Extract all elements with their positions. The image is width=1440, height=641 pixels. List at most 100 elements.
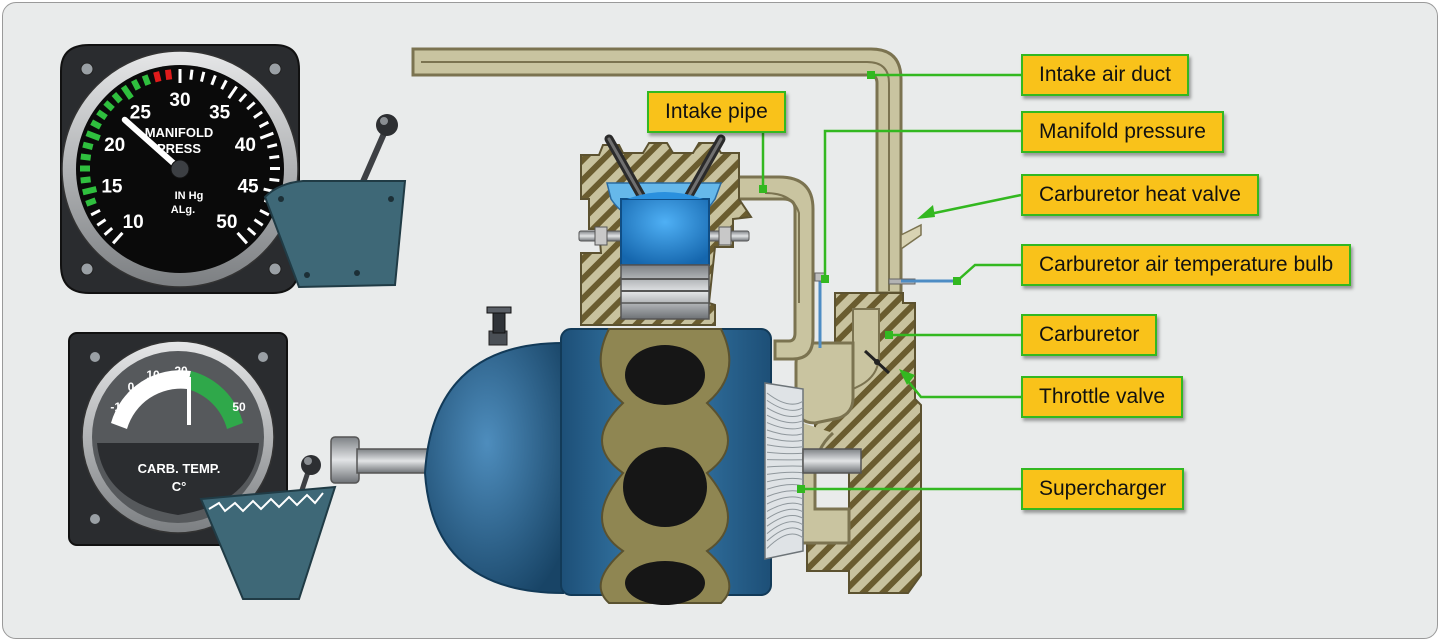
impeller-vane (766, 392, 804, 405)
mp-tick (246, 227, 257, 236)
accessory-case (423, 306, 564, 595)
mp-tick (82, 141, 94, 150)
mp-tick (96, 218, 107, 227)
shaft-left (330, 436, 438, 484)
mp-tick (80, 176, 91, 184)
ct-scale-label: 50 (232, 400, 246, 414)
mp-scale-label: 20 (104, 135, 125, 156)
carb-heat-lever (199, 455, 337, 600)
mp-tick (269, 177, 280, 182)
mp-tick (236, 231, 249, 245)
leader-carburetor-heat-valve (924, 193, 1022, 217)
carburetor-heat-valve (900, 223, 922, 251)
mp-tick (120, 84, 134, 100)
mp-needle (121, 116, 183, 172)
mp-unit-line2: ALg. (171, 204, 195, 216)
crankcase (560, 328, 772, 605)
mp-tick (227, 85, 238, 99)
impeller-vane (766, 451, 804, 455)
cylinder-chamber (620, 192, 710, 266)
mp-scale-label: 30 (169, 90, 190, 111)
impeller-vane (766, 444, 804, 448)
impeller-vane (766, 521, 804, 534)
manifold-pressure-line (814, 272, 826, 348)
callout-carburetor: Carburetor (1021, 314, 1158, 356)
callout-carburetor-air-temperature-bulb: Carburetor air temperature bulb (1021, 244, 1352, 286)
ct-scale-label: 10 (146, 368, 160, 382)
mp-tick (189, 69, 194, 80)
ct-title-line2: C° (172, 479, 187, 494)
impeller-vane (766, 436, 804, 442)
mp-tick (103, 100, 115, 112)
mp-tick (103, 227, 114, 236)
mp-tick (253, 110, 263, 119)
impeller-vane (766, 496, 804, 505)
mp-scale-label: 45 (237, 176, 259, 197)
impeller-vane (766, 465, 804, 468)
mp-tick (90, 208, 101, 217)
impeller-vane (766, 407, 804, 418)
mp-title-line2: PRESS (157, 141, 201, 156)
mp-tick (269, 154, 280, 160)
mp-tick (200, 71, 206, 82)
leader-carburetor-air-temperature-bulb (956, 263, 1021, 282)
spark-plug-right (700, 226, 750, 246)
ct-scale-label: 20 (174, 364, 188, 378)
carburetor-air-temperature-bulb (888, 278, 957, 285)
mp-tick (259, 208, 270, 217)
mp-unit-line1: IN Hg (175, 190, 204, 202)
callout-supercharger: Supercharger (1021, 468, 1185, 510)
intake-valve (604, 134, 648, 204)
mp-tick (266, 143, 278, 149)
impeller-vane (766, 477, 804, 483)
mp-scale-label: 15 (101, 176, 123, 197)
mp-tick (238, 92, 248, 103)
impeller-vane (766, 527, 804, 542)
impeller-vane (766, 414, 804, 424)
mp-tick (165, 69, 173, 81)
impeller-vane (766, 399, 804, 411)
mp-tick (111, 92, 123, 104)
mp-tick (85, 130, 101, 141)
mp-tick (85, 197, 97, 207)
impeller-vane (766, 422, 804, 430)
callout-manifold-pressure: Manifold pressure (1021, 111, 1224, 153)
callout-carburetor-heat-valve: Carburetor heat valve (1021, 174, 1259, 216)
exhaust-valve (682, 134, 726, 204)
mp-scale-label: 25 (130, 102, 152, 123)
mp-scale-label: 35 (209, 102, 231, 123)
callout-intake-pipe: Intake pipe (647, 91, 786, 133)
mp-tick (210, 74, 217, 86)
leader-manifold-pressure (823, 129, 1021, 279)
mp-tick (131, 78, 141, 91)
impeller-vane (766, 508, 804, 520)
mp-tick (141, 74, 151, 86)
impeller-vane (766, 502, 804, 512)
impeller-vane (766, 533, 804, 549)
mp-scale-label: 50 (216, 212, 237, 233)
ct-title-line1: CARB. TEMP. (138, 461, 221, 476)
mp-tick (259, 131, 274, 140)
callout-throttle-valve: Throttle valve (1021, 376, 1184, 418)
callout-intake-air-duct: Intake air duct (1021, 54, 1189, 96)
mp-tick (220, 79, 228, 90)
mp-tick (153, 71, 162, 83)
throttle-lever (263, 114, 407, 289)
impeller-vane (766, 471, 804, 475)
ct-scale-label: -10 (110, 400, 128, 414)
leader-ends (759, 71, 961, 493)
leader-throttle-valve (902, 374, 1021, 399)
mp-tick (246, 101, 256, 111)
mp-tick (111, 231, 124, 245)
mp-tick (82, 186, 98, 196)
piston (620, 264, 710, 320)
mp-tick (258, 120, 270, 129)
impeller-vane (766, 515, 804, 527)
mp-title-line1: MANIFOLD (145, 125, 214, 140)
mp-tick (90, 119, 102, 130)
leader-lines (761, 73, 1022, 491)
